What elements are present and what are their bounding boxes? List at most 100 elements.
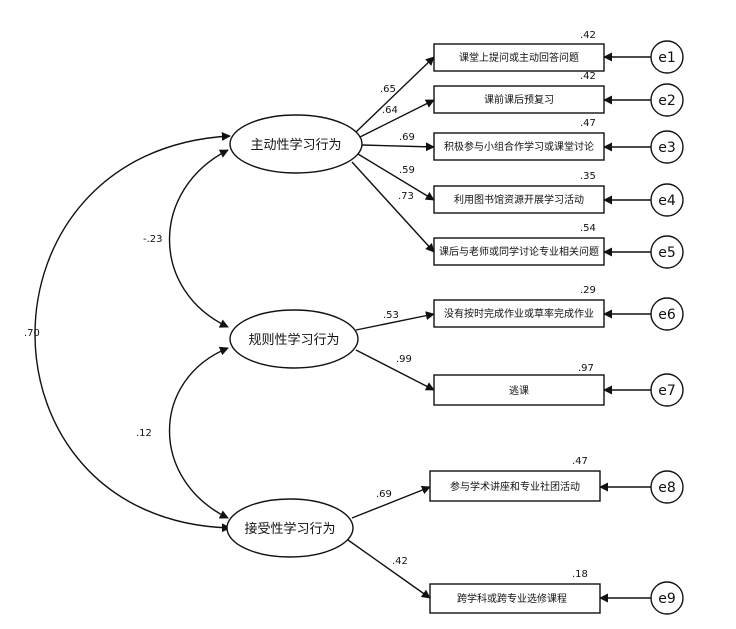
indicator-box-i5 xyxy=(433,237,605,266)
covariance-arc-l2-l3 xyxy=(169,346,229,519)
indicator-label-i3: 积极参与小组合作学习或课堂讨论 xyxy=(444,140,594,153)
error-label-e7: e7 xyxy=(658,383,676,399)
loading-label-i6: .53 xyxy=(383,310,399,321)
covariance-label-l2-l3: .12 xyxy=(136,428,152,439)
indicator-i4: 利用图书馆资源开展学习活动 .35 xyxy=(433,171,605,214)
indicator-i1: 课堂上提问或主动回答问题 .42 xyxy=(433,30,605,72)
error-label-e6: e6 xyxy=(658,307,676,323)
error-e4: e4 xyxy=(650,183,684,217)
r2-label-i3: .47 xyxy=(580,118,596,129)
latent-label-l2: 规则性学习行为 xyxy=(248,332,339,348)
indicator-i7: 逃课 .97 xyxy=(433,363,605,406)
r2-label-i8: .47 xyxy=(572,456,588,467)
error-e1: e1 xyxy=(650,40,684,74)
indicator-box-i4 xyxy=(433,185,605,214)
r2-label-i7: .97 xyxy=(578,363,594,374)
error-circle-e6 xyxy=(650,297,684,331)
r2-label-i6: .29 xyxy=(580,285,596,296)
covariance-arc-l1-l2 xyxy=(169,149,229,328)
loading-path-l2-i6 xyxy=(355,311,435,331)
indicator-box-i8 xyxy=(429,470,601,502)
loading-label-i4: .59 xyxy=(399,165,415,176)
loading-path-l3-i9 xyxy=(347,539,431,599)
error-label-e3: e3 xyxy=(658,140,676,156)
indicator-box-i1 xyxy=(433,43,605,72)
error-e7: e7 xyxy=(650,373,684,407)
error-e8: e8 xyxy=(650,470,684,504)
loading-path-l1-i1 xyxy=(355,56,435,133)
loading-label-i5: .73 xyxy=(398,191,414,202)
error-circle-e2 xyxy=(650,83,684,117)
error-paths xyxy=(599,52,651,603)
error-circle-e1 xyxy=(650,40,684,74)
latent-l3: 接受性学习行为 xyxy=(226,498,354,558)
indicator-i8: 参与学术讲座和专业社团活动 .47 xyxy=(429,456,601,502)
loading-label-i3: .69 xyxy=(399,132,415,143)
indicator-label-i7: 逃课 xyxy=(509,384,529,397)
indicator-label-i2: 课前课后预复习 xyxy=(484,93,554,106)
latent-label-l3: 接受性学习行为 xyxy=(244,521,335,537)
indicator-label-i6: 没有按时完成作业或草率完成作业 xyxy=(444,307,594,320)
covariance-label-l1-l3: .70 xyxy=(24,328,40,339)
covariance-label-l1-l2: -.23 xyxy=(143,234,163,245)
error-label-e1: e1 xyxy=(658,50,676,66)
loading-path-l1-i4 xyxy=(357,153,435,201)
indicator-box-i2 xyxy=(433,85,605,114)
indicator-i6: 没有按时完成作业或草率完成作业 .29 xyxy=(433,285,605,328)
loading-label-i8: .69 xyxy=(376,489,392,500)
error-e3: e3 xyxy=(650,130,684,164)
r2-label-i4: .35 xyxy=(580,171,596,182)
r2-label-i5: .54 xyxy=(580,223,596,234)
indicator-label-i5: 课后与老师或同学讨论专业相关问题 xyxy=(439,245,599,258)
indicator-box-i9 xyxy=(429,583,601,614)
error-e5: e5 xyxy=(650,235,684,269)
indicator-box-i7 xyxy=(433,374,605,406)
error-circle-e4 xyxy=(650,183,684,217)
indicator-box-i3 xyxy=(433,132,605,161)
latent-label-l1: 主动性学习行为 xyxy=(250,137,341,153)
error-e9: e9 xyxy=(650,581,684,615)
indicator-i3: 积极参与小组合作学习或课堂讨论 .47 xyxy=(433,118,605,161)
indicator-i2: 课前课后预复习 .42 xyxy=(433,71,605,114)
error-label-e5: e5 xyxy=(658,245,676,261)
error-e6: e6 xyxy=(650,297,684,331)
loading-path-l1-i5 xyxy=(351,161,435,253)
error-circle-e7 xyxy=(650,373,684,407)
indicator-label-i9: 跨学科或跨专业选修课程 xyxy=(457,592,567,605)
indicator-label-i8: 参与学术讲座和专业社团活动 xyxy=(450,480,580,493)
error-label-e4: e4 xyxy=(658,193,676,209)
covariance-arc-l1-l3 xyxy=(34,131,231,533)
r2-label-i1: .42 xyxy=(580,30,596,41)
error-circle-e9 xyxy=(650,581,684,615)
loading-label-i1: .65 xyxy=(380,84,396,95)
error-label-e2: e2 xyxy=(658,93,676,109)
indicator-label-i1: 课堂上提问或主动回答问题 xyxy=(459,51,579,64)
indicator-i9: 跨学科或跨专业选修课程 .18 xyxy=(429,569,601,614)
error-circle-e3 xyxy=(650,130,684,164)
error-e2: e2 xyxy=(650,83,684,117)
latent-ellipse-l1 xyxy=(229,114,363,174)
loading-path-l3-i8 xyxy=(351,485,431,519)
error-circle-e8 xyxy=(650,470,684,504)
indicator-i5: 课后与老师或同学讨论专业相关问题 .54 xyxy=(433,223,605,266)
loading-label-i2: .64 xyxy=(382,105,398,116)
latent-l1: 主动性学习行为 xyxy=(229,114,363,174)
loading-label-i7: .99 xyxy=(396,354,412,365)
error-label-e9: e9 xyxy=(658,591,676,607)
error-circle-e5 xyxy=(650,235,684,269)
r2-label-i9: .18 xyxy=(572,569,588,580)
latent-ellipse-l2 xyxy=(229,309,359,369)
loading-path-l2-i7 xyxy=(355,349,435,391)
error-label-e8: e8 xyxy=(658,480,676,496)
loading-path-l1-i2 xyxy=(359,99,435,138)
r2-label-i2: .42 xyxy=(580,71,596,82)
loading-path-l1-i3 xyxy=(361,142,435,152)
loading-paths xyxy=(347,56,435,599)
indicator-box-i6 xyxy=(433,299,605,328)
loading-label-i9: .42 xyxy=(392,556,408,567)
latent-ellipse-l3 xyxy=(226,498,354,558)
indicator-label-i4: 利用图书馆资源开展学习活动 xyxy=(454,193,584,206)
covariance-arcs xyxy=(34,131,231,533)
latent-l2: 规则性学习行为 xyxy=(229,309,359,369)
